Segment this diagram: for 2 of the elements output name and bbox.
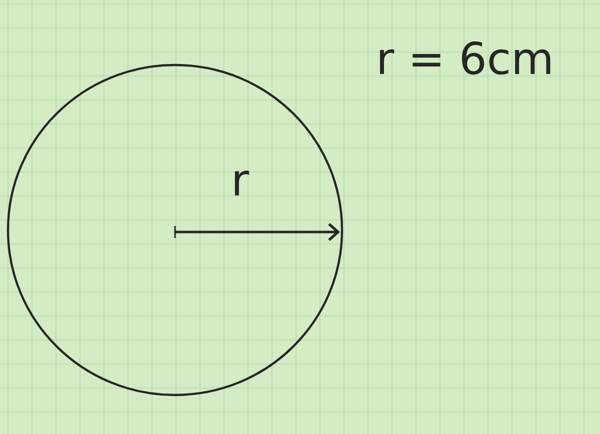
label: r [234,170,250,196]
label: r = 6cm [380,41,550,75]
